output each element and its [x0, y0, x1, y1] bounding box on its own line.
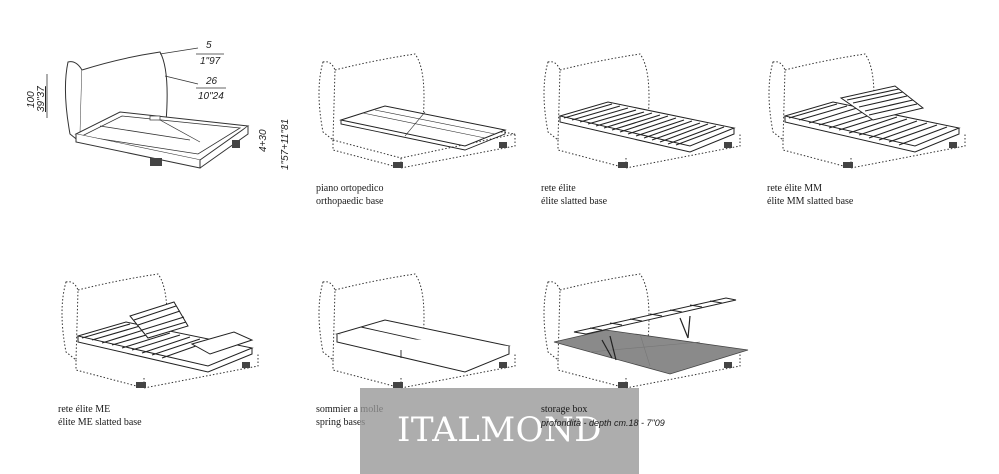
bed-drawing-spring-base	[305, 270, 525, 395]
caption-spring-base: sommier a molle spring bases	[316, 404, 383, 429]
caption-it: rete élite ME	[58, 404, 111, 415]
caption-elite-mm: rete élite MM élite MM slatted base	[767, 183, 853, 208]
caption-en: élite MM slatted base	[767, 195, 854, 207]
bed-drawing-elite-mm	[755, 50, 980, 175]
caption-en: élite ME slatted base	[58, 416, 142, 428]
dim-base-height-cm: 4+30	[258, 129, 269, 152]
bed-drawing-orthopaedic	[305, 50, 525, 175]
caption-en: orthopaedic base	[316, 195, 384, 207]
dim-headboard-thickness-cm: 5	[206, 40, 212, 51]
caption-en: spring bases	[316, 416, 366, 428]
caption-it: storage box	[541, 404, 588, 415]
dim-height-in: 39"37	[36, 86, 47, 112]
caption-it: rete élite	[541, 183, 576, 194]
dim-height-cm: 100	[26, 91, 37, 108]
caption-it: sommier a molle	[316, 404, 384, 415]
caption-it: rete élite MM	[767, 183, 822, 194]
caption-elite-me: rete élite ME élite ME slatted base	[58, 404, 142, 429]
dim-base-height-in: 1"57+11"81	[280, 119, 291, 170]
caption-storage-box: storage box profondità - depth cm.18 - 7…	[541, 404, 665, 429]
watermark-text: ITALMOND	[396, 410, 603, 450]
caption-elite: rete élite élite slatted base	[541, 183, 607, 208]
caption-en: profondità - depth cm.18 - 7"09	[541, 417, 665, 428]
dim-headboard-depth-cm: 26	[205, 76, 218, 87]
bed-drawing-elite-me	[48, 270, 273, 395]
dimension-drawing: 100 39"37 5 1"97 26 10"24 4+30 1"57+11"8…	[20, 30, 310, 180]
caption-orthopaedic: piano ortopedico orthopaedic base	[316, 183, 383, 208]
dim-headboard-thickness-in: 1"97	[200, 56, 221, 67]
bed-drawing-storage-box	[530, 270, 755, 395]
bed-drawing-elite	[530, 50, 750, 175]
watermark-overlay: ITALMOND	[360, 388, 639, 474]
dim-headboard-depth-in: 10"24	[198, 91, 224, 102]
caption-it: piano ortopedico	[316, 183, 384, 194]
caption-en: élite slatted base	[541, 195, 608, 207]
